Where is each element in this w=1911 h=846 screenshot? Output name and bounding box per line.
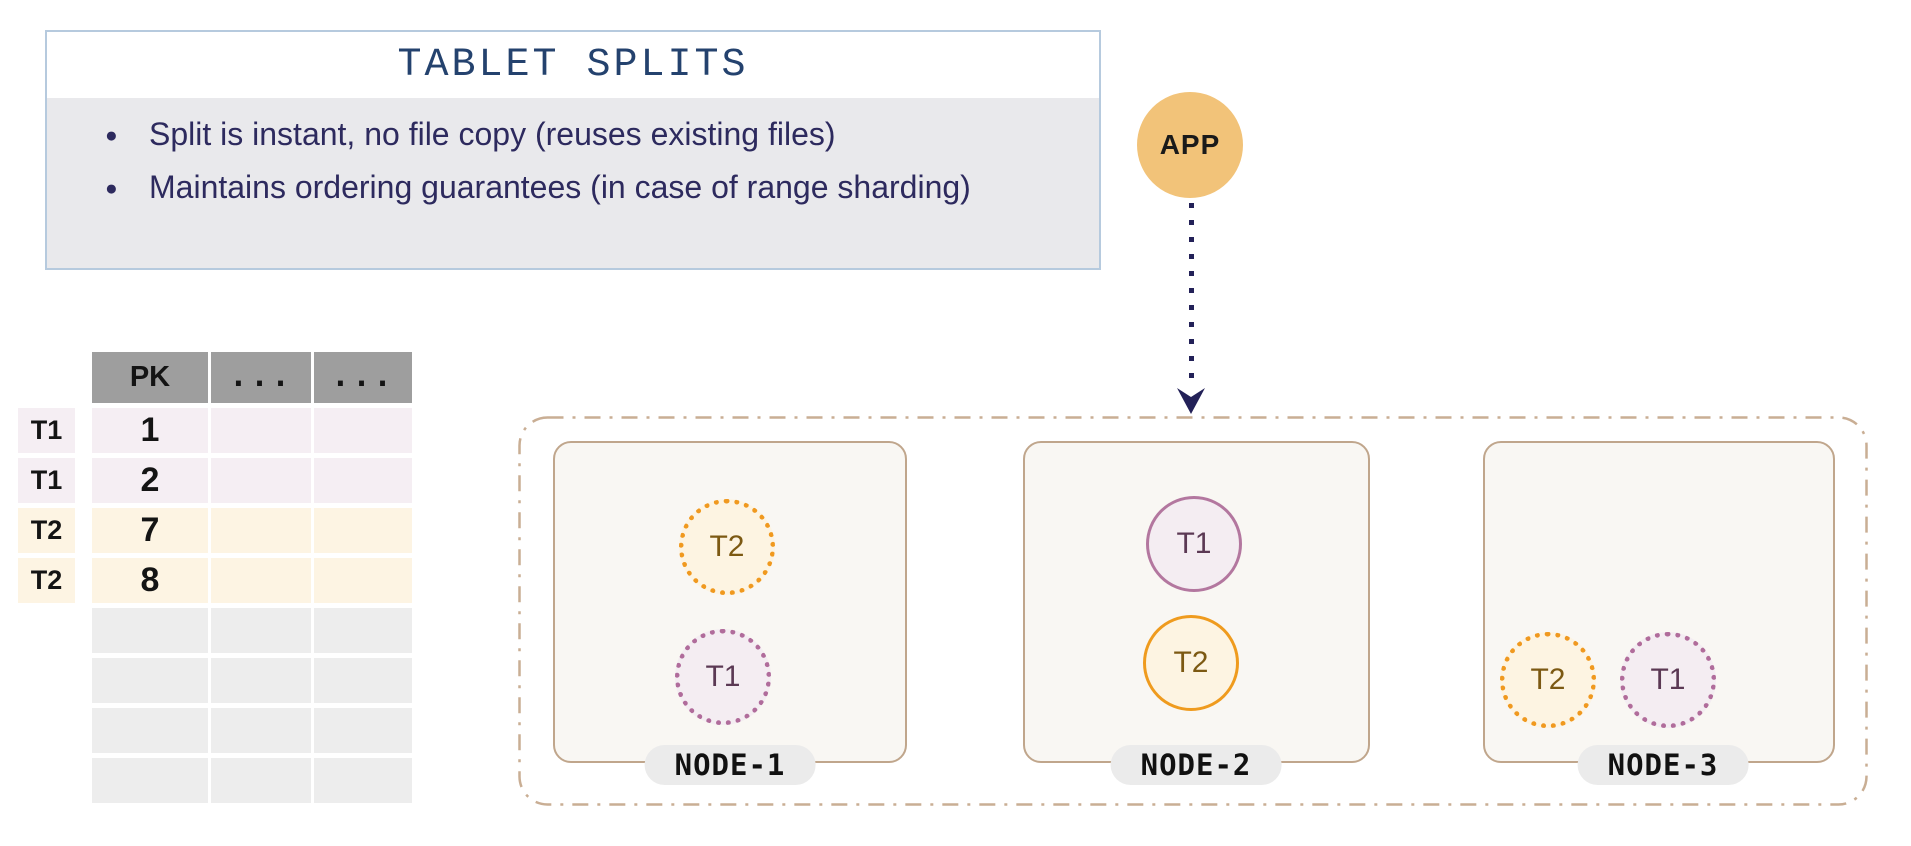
table-cell <box>314 458 412 503</box>
app-label: APP <box>1159 129 1221 160</box>
app-arrow-line <box>1189 203 1194 386</box>
pk-value: 2 <box>92 458 208 503</box>
tablet-label: T1 <box>1650 663 1686 696</box>
arrow-head-icon <box>1177 388 1205 414</box>
table-cell <box>314 508 412 553</box>
table-cell <box>211 608 311 653</box>
node-1-label-badge: NODE-1 <box>644 745 816 785</box>
table-cell <box>211 658 311 703</box>
tablet-label: T2 <box>1530 663 1566 696</box>
bullet-item: Split is instant, no file copy (reuses e… <box>103 108 987 162</box>
app-node: APP <box>1137 92 1243 198</box>
tablet-t2-replica: T2 <box>679 499 775 595</box>
row-label: T1 <box>18 408 75 453</box>
tablet-label: T2 <box>709 530 745 563</box>
table-cell <box>314 558 412 603</box>
page-title: TABLET SPLITS <box>397 42 749 88</box>
table-cell <box>211 758 311 803</box>
table-cell <box>92 708 208 753</box>
tablet-t1-leader: T1 <box>1146 496 1242 592</box>
node-name: NODE-1 <box>674 748 786 782</box>
column-header-ellipsis: ... <box>211 352 311 403</box>
node-name: NODE-3 <box>1607 748 1719 782</box>
node-3-label-badge: NODE-3 <box>1577 745 1749 785</box>
table-cell <box>92 758 208 803</box>
pk-table: PK ... ... T1 1 T1 2 T2 7 T2 8 <box>18 352 412 803</box>
table-cell <box>92 608 208 653</box>
pk-value: 8 <box>92 558 208 603</box>
bullet-item: Maintains ordering guarantees (in case o… <box>103 161 987 215</box>
tablet-label: T1 <box>705 660 741 693</box>
info-box: TABLET SPLITS Split is instant, no file … <box>45 30 1101 270</box>
table-cell <box>314 608 412 653</box>
pk-value: 1 <box>92 408 208 453</box>
node-2-box <box>1023 441 1370 763</box>
row-label: T2 <box>18 558 75 603</box>
row-label: T2 <box>18 508 75 553</box>
pk-value: 7 <box>92 508 208 553</box>
table-cell <box>314 708 412 753</box>
column-header-pk: PK <box>92 352 208 403</box>
table-cell <box>211 508 311 553</box>
table-cell <box>314 758 412 803</box>
row-label: T1 <box>18 458 75 503</box>
table-cell <box>211 708 311 753</box>
tablet-label: T2 <box>1173 646 1209 679</box>
table-cell <box>92 658 208 703</box>
node-2-label-badge: NODE-2 <box>1110 745 1282 785</box>
info-bullet-list: Split is instant, no file copy (reuses e… <box>47 98 1099 215</box>
table-cell <box>211 408 311 453</box>
tablet-t1-replica: T1 <box>1620 632 1716 728</box>
tablet-t2-leader: T2 <box>1143 615 1239 711</box>
tablet-t2-replica: T2 <box>1500 632 1596 728</box>
table-cell <box>314 658 412 703</box>
column-header-ellipsis: ... <box>314 352 412 403</box>
table-cell <box>314 408 412 453</box>
table-cell <box>211 558 311 603</box>
tablet-t1-replica: T1 <box>675 629 771 725</box>
tablet-label: T1 <box>1176 527 1212 560</box>
node-name: NODE-2 <box>1140 748 1252 782</box>
info-box-header: TABLET SPLITS <box>47 32 1099 98</box>
table-cell <box>211 458 311 503</box>
